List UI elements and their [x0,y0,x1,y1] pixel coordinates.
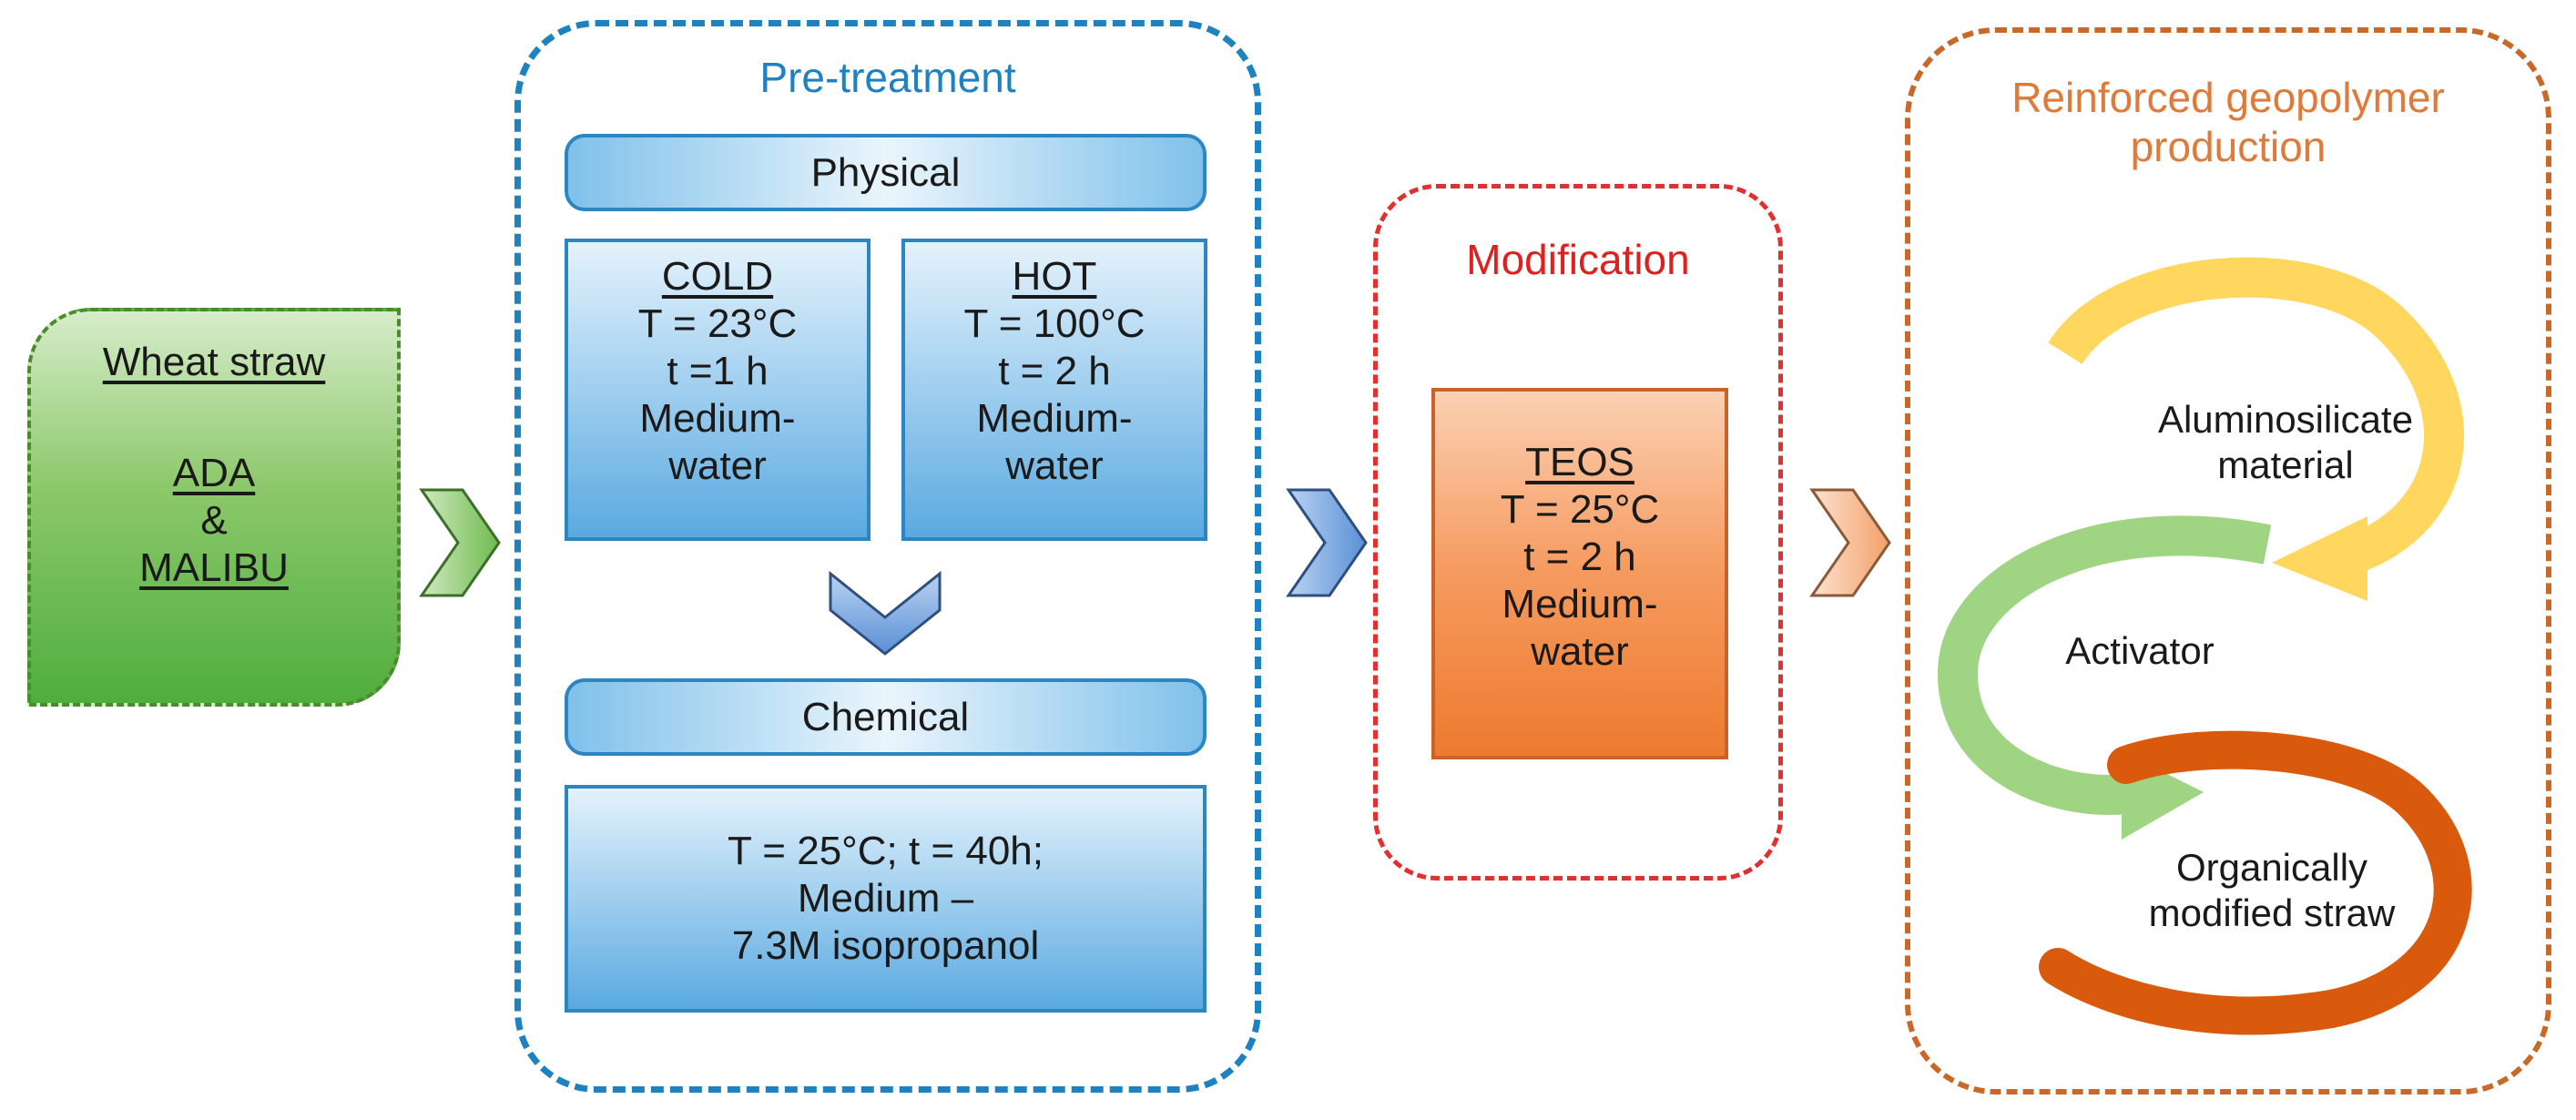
modification-title: Modification [1466,236,1690,283]
variety-ada: ADA [172,450,256,495]
teos-time: t = 2 h [1523,534,1636,579]
organic-straw-cycle-arc [2039,730,2472,1035]
physical-label: Physical [810,149,961,195]
yellow-arrowhead-icon [2272,516,2367,601]
wheat-straw-box: Wheat straw ADA & MALIBU [27,308,401,707]
cold-title: COLD [661,254,774,299]
chemical-medium: Medium – [797,876,974,921]
cold-time: t =1 h [667,348,769,393]
hot-medium: Medium- [976,395,1133,441]
teos-temperature: T = 25°C [1500,486,1660,532]
cold-treatment-box: COLD T = 23°C t =1 h Medium- water [565,239,871,541]
chevron-right-icon [1809,488,1891,597]
organic-line-1: Organically [2175,846,2368,889]
aluminosilicate-line-2: material [2217,443,2354,486]
chemical-header: Chemical [565,678,1207,756]
organic-straw-label: Organically modified straw [2062,845,2481,935]
reinforced-title-line-2: production [2130,123,2327,171]
cold-medium-value: water [668,443,767,488]
teos-medium: Medium- [1502,581,1658,626]
aluminosilicate-line-1: Aluminosilicate [2157,398,2414,441]
activator-text: Activator [2065,629,2215,672]
teos-title: TEOS [1525,440,1634,484]
teos-box: TEOS T = 25°C t = 2 h Medium- water [1431,388,1728,759]
modification-group [1373,184,1783,881]
pretreatment-group [514,20,1261,1093]
variety-malibu: MALIBU [139,545,289,590]
reinforced-title-line-1: Reinforced geopolymer [2011,74,2445,121]
reinforced-production-group [1905,27,2551,1095]
pretreatment-title: Pre-treatment [759,54,1016,101]
chemical-treatment-box: T = 25°C; t = 40h; Medium – 7.3M isoprop… [565,785,1207,1013]
activator-label: Activator [1980,628,2299,674]
hot-title: HOT [1012,254,1097,299]
chemical-medium-value: 7.3M isopropanol [731,922,1040,968]
teos-medium-value: water [1531,628,1629,674]
chevron-down-icon [829,570,942,656]
chevron-right-icon [1286,488,1368,597]
physical-header: Physical [565,134,1207,211]
cold-temperature: T = 23°C [637,300,798,346]
hot-treatment-box: HOT T = 100°C t = 2 h Medium- water [901,239,1207,541]
activator-cycle-arc [1937,515,2272,815]
cold-medium: Medium- [639,395,796,441]
chemical-label: Chemical [801,694,970,739]
aluminosilicate-label: Aluminosilicate material [2040,397,2531,487]
wheat-straw-title: Wheat straw [102,340,326,384]
hot-medium-value: water [1005,443,1104,488]
hot-time: t = 2 h [998,348,1111,393]
variety-joiner: & [200,497,228,543]
organic-line-2: modified straw [2148,891,2396,934]
chemical-conditions: T = 25°C; t = 40h; [728,829,1044,874]
hot-temperature: T = 100°C [963,300,1145,346]
aluminosilicate-cycle-arc [2048,257,2464,575]
reinforced-title: Reinforced geopolymer production [1905,73,2551,172]
chevron-right-icon [419,488,501,597]
